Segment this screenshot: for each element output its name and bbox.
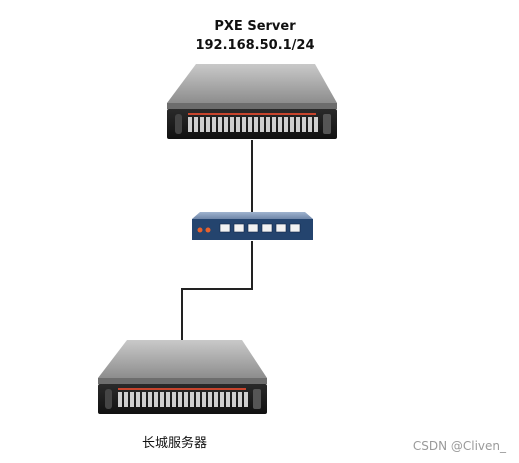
client-server-icon: [98, 340, 267, 414]
client-server-label: 长城服务器: [142, 436, 208, 451]
pxe-server-ip: 192.168.50.1/24: [195, 38, 315, 53]
link-switch-to-client: [181, 241, 253, 340]
network-switch-icon: [192, 212, 313, 240]
watermark: CSDN @Cliven_: [412, 439, 506, 453]
pxe-server-icon: [167, 64, 337, 139]
pxe-server-title: PXE Server: [214, 19, 296, 34]
